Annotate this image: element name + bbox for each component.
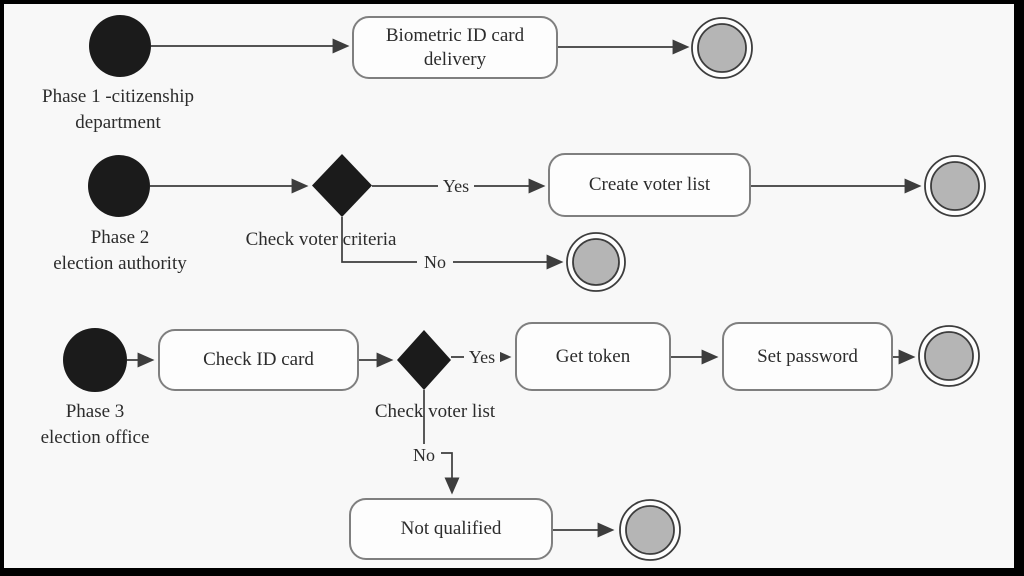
guard-yes-phase3: Yes — [464, 346, 500, 368]
activity-not-qualified: Not qualified — [349, 498, 553, 560]
diagram-canvas — [4, 4, 1014, 568]
decision-label-check-voter-criteria: Check voter criteria — [245, 229, 397, 250]
edge-no-to-not-qualified — [437, 452, 460, 495]
decision-label-check-voter-list: Check voter list — [374, 401, 496, 422]
phase2-start-node — [88, 155, 150, 217]
activity-get-token: Get token — [515, 322, 671, 391]
phase1-label-line1: Phase 1 -citizenship — [42, 86, 194, 107]
phase2-label: Phase 2 election authority — [20, 225, 220, 277]
phase3-label-line2: election office — [40, 427, 150, 448]
guard-no-phase2: No — [417, 251, 453, 273]
activity-create-voter-list: Create voter list — [548, 153, 751, 217]
phase1-start-node — [89, 15, 151, 77]
activity-set-password: Set password — [722, 322, 893, 391]
phase3-no-end-node-inner — [625, 505, 675, 555]
phase3-label-line1: Phase 3 — [65, 401, 125, 422]
activity-biometric-id-card-delivery: Biometric ID card delivery — [352, 16, 558, 79]
guard-yes-phase2: Yes — [438, 175, 474, 197]
phase1-label: Phase 1 -citizenship department — [18, 84, 218, 136]
phase3-end-node-inner — [924, 331, 974, 381]
phase2-no-end-node-inner — [572, 238, 620, 286]
phase2-label-line2: election authority — [53, 253, 187, 274]
decision-check-voter-list — [397, 330, 451, 390]
phase2-end-node-inner — [930, 161, 980, 211]
phase1-label-line2: department — [75, 112, 161, 133]
edge-no-to-phase2-end — [341, 217, 564, 270]
decision-check-voter-criteria — [312, 154, 372, 217]
guard-no-phase3: No — [407, 444, 441, 466]
phase3-start-node — [63, 328, 127, 392]
activity-check-id-card: Check ID card — [158, 329, 359, 391]
phase1-end-node-inner — [697, 23, 747, 73]
phase2-label-line1: Phase 2 — [90, 227, 150, 248]
phase3-label: Phase 3 election office — [0, 399, 195, 451]
